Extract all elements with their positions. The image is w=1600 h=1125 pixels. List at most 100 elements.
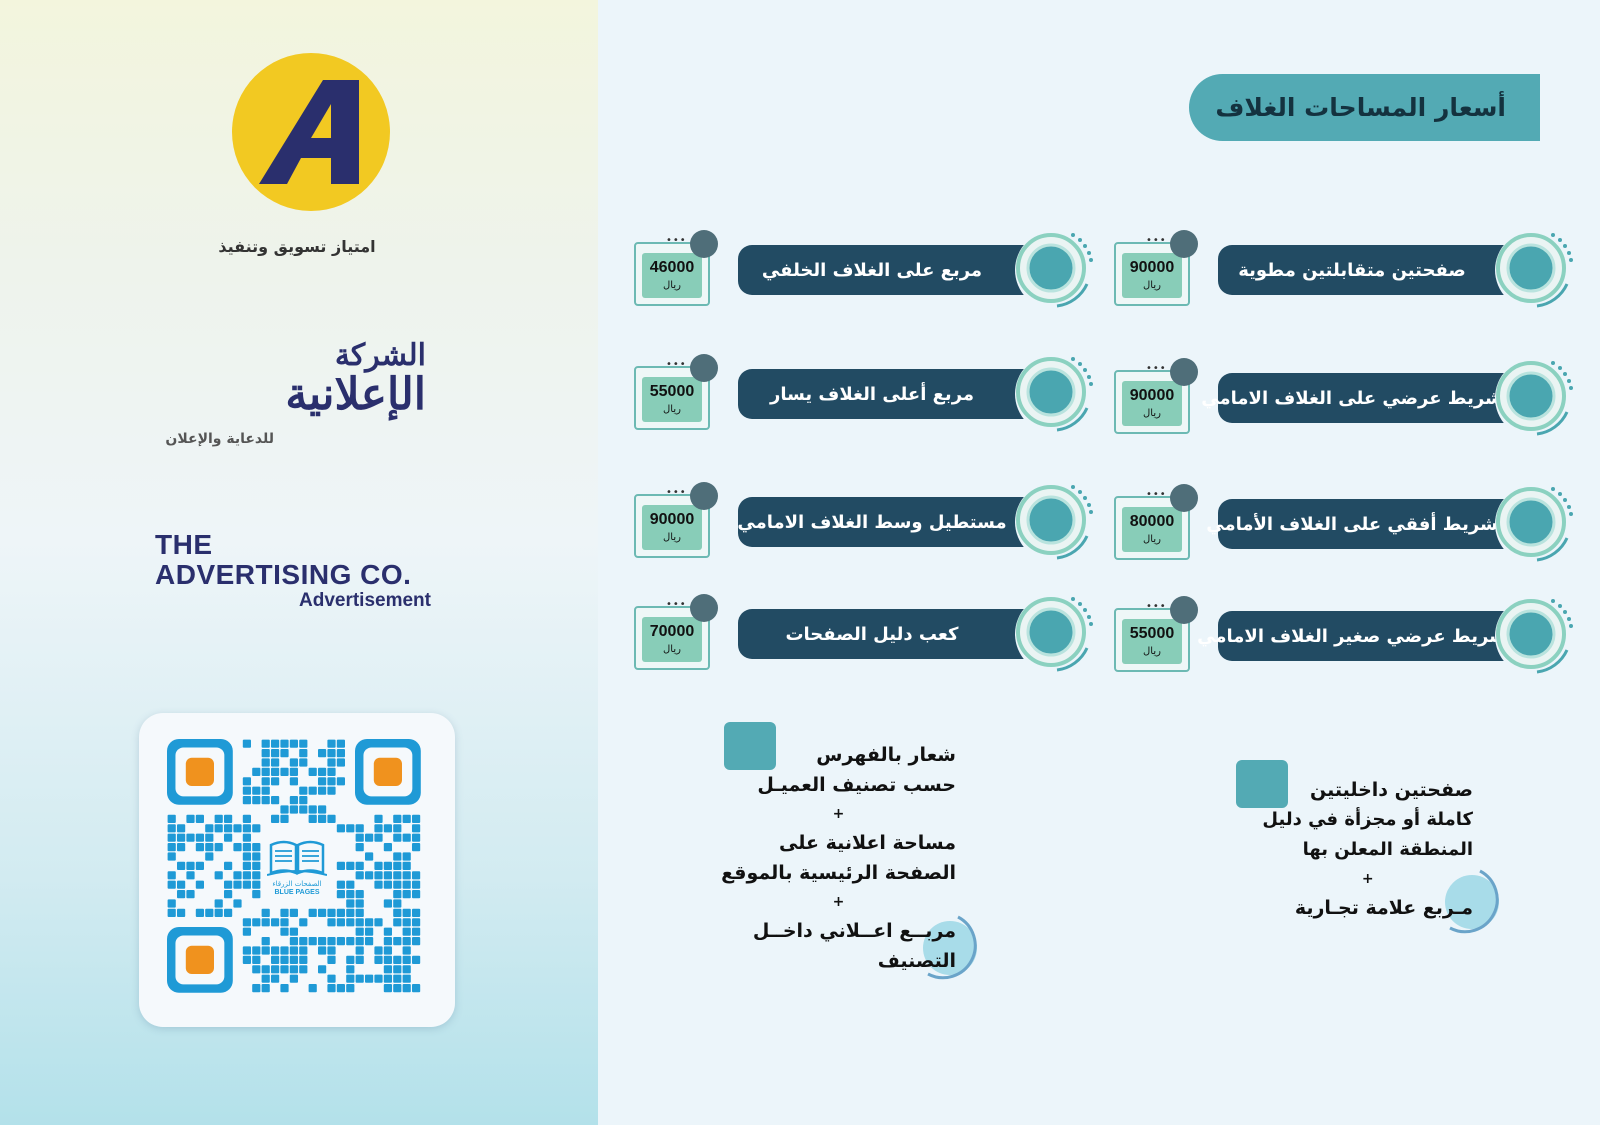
logo-en-advertising: ADVERTISING CO. bbox=[155, 559, 412, 590]
price-tag: ••• 80000 ريال bbox=[1112, 484, 1202, 564]
price-currency: ريال bbox=[663, 280, 681, 291]
price-value: 46000 bbox=[649, 259, 695, 276]
book-logo-icon bbox=[267, 840, 327, 876]
package-right-plus: + bbox=[1361, 871, 1374, 887]
price-tag-dots-icon: ••• bbox=[1146, 601, 1167, 612]
item-label: مربع أعلى الغلاف يسار bbox=[738, 369, 1038, 419]
price-value: 90000 bbox=[1129, 387, 1175, 404]
price-tag-dots-icon: ••• bbox=[666, 235, 687, 246]
teal-ring-icon bbox=[1495, 230, 1573, 310]
price-value: 90000 bbox=[649, 511, 695, 528]
price-item: ••• 80000 ريال شريط أفقي على الغلاف الأمامي bbox=[1112, 482, 1582, 572]
price-tag-fill bbox=[642, 377, 702, 422]
package-right-line-1: صفحتين داخليتين bbox=[1309, 779, 1473, 801]
package-left-plus-2: + bbox=[832, 894, 845, 910]
price-tag-dot-icon bbox=[1170, 596, 1198, 624]
logo-line-2: الإعلانية bbox=[285, 369, 426, 420]
package-left-line-6: التصنيف bbox=[877, 950, 956, 972]
teal-ring-icon bbox=[1015, 230, 1093, 310]
price-tag-dot-icon bbox=[690, 482, 718, 510]
price-tag-dot-icon bbox=[1170, 358, 1198, 386]
price-tag-fill bbox=[1122, 619, 1182, 664]
price-currency: ريال bbox=[663, 532, 681, 543]
logo-line-3: للدعاية والإعلان bbox=[165, 431, 274, 447]
package-square-icon bbox=[1236, 760, 1288, 808]
price-tag-fill bbox=[642, 505, 702, 550]
price-tag-dots-icon: ••• bbox=[1146, 489, 1167, 500]
price-currency: ريال bbox=[1143, 534, 1161, 545]
package-left-line-1: شعار بالفهرس bbox=[816, 744, 956, 766]
price-tag-dot-icon bbox=[690, 594, 718, 622]
package-right-line-3: المنطقة المعلن بها bbox=[1302, 839, 1473, 860]
price-tag-dots-icon: ••• bbox=[1146, 235, 1167, 246]
price-tag: ••• 55000 ريال bbox=[632, 354, 722, 434]
price-tag: ••• 46000 ريال bbox=[632, 230, 722, 310]
price-tag-dots-icon: ••• bbox=[1146, 363, 1167, 374]
teal-ring-icon bbox=[1015, 594, 1093, 674]
qr-code-icon bbox=[167, 739, 421, 993]
price-tag-fill bbox=[1122, 507, 1182, 552]
teal-ring-icon bbox=[1495, 358, 1573, 438]
package-circle-icon bbox=[923, 915, 977, 980]
price-value: 80000 bbox=[1129, 513, 1175, 530]
item-label: كعب دليل الصفحات bbox=[738, 609, 1038, 659]
item-label: مربع على الغلاف الخلفي bbox=[738, 245, 1038, 295]
price-tag-fill bbox=[1122, 381, 1182, 426]
price-item: ••• 70000 ريال كعب دليل الصفحات bbox=[632, 592, 1102, 682]
package-circle-icon bbox=[1445, 869, 1499, 934]
package-left-line-4: الصفحة الرئيسية بالموقع bbox=[721, 862, 956, 884]
price-tag: ••• 90000 ريال bbox=[1112, 358, 1202, 438]
item-label: صفحتين متقابلتين مطوية bbox=[1218, 245, 1518, 295]
package-left-plus-1: + bbox=[832, 806, 845, 822]
price-value: 55000 bbox=[649, 383, 695, 400]
price-value: 55000 bbox=[1129, 625, 1175, 642]
package-left-line-2: حسب تصنيف العميـل bbox=[757, 774, 956, 796]
package-right: صفحتين داخليتين كاملة أو مجزأة في دليل ا… bbox=[1262, 775, 1473, 923]
english-company-logo: THE ADVERTISING CO. Advertisement bbox=[155, 530, 431, 612]
price-tag-dots-icon: ••• bbox=[666, 599, 687, 610]
price-tag-fill bbox=[1122, 253, 1182, 298]
price-tag-dots-icon: ••• bbox=[666, 487, 687, 498]
price-tag-fill bbox=[642, 617, 702, 662]
package-right-line-4: مـربع علامة تجـارية bbox=[1294, 897, 1473, 919]
teal-ring-icon bbox=[1495, 484, 1573, 564]
price-item: ••• 46000 ريال مربع على الغلاف الخلفي bbox=[632, 228, 1102, 318]
price-currency: ريال bbox=[663, 644, 681, 655]
item-label: شريط أفقي على الغلاف الأمامي bbox=[1206, 499, 1518, 549]
qr-caption-ar: الصفحات الزرقاء bbox=[272, 880, 322, 888]
page-title-text: أسعار المساحات الغلاف bbox=[1215, 93, 1506, 122]
package-left: شعار بالفهرس حسب تصنيف العميـل + مساحة ا… bbox=[721, 740, 956, 976]
arabic-company-logo: الشركة الإعلانية للدعاية والإعلان bbox=[152, 340, 452, 460]
item-label: شريط عرضي على الغلاف الامامي bbox=[1201, 373, 1518, 423]
right-panel bbox=[598, 0, 1600, 1125]
price-value: 70000 bbox=[649, 623, 695, 640]
price-currency: ريال bbox=[1143, 408, 1161, 419]
price-tag-dot-icon bbox=[690, 230, 718, 258]
package-right-line-2: كاملة أو مجزأة في دليل bbox=[1262, 809, 1473, 830]
package-left-line-3: مساحة اعلانية على bbox=[779, 832, 956, 854]
company-a-logo-icon bbox=[232, 53, 390, 211]
item-label: مستطيل وسط الغلاف الامامي bbox=[737, 497, 1038, 547]
logo-line-1: الشركة bbox=[334, 338, 426, 373]
price-item: ••• 55000 ريال مربع أعلى الغلاف يسار bbox=[632, 352, 1102, 442]
price-tag-fill bbox=[642, 253, 702, 298]
price-currency: ريال bbox=[663, 404, 681, 415]
slogan: امتياز تسويق وتنفيذ bbox=[218, 237, 376, 256]
price-item: ••• 90000 ريال شريط عرضي على الغلاف الامامي bbox=[1112, 356, 1582, 446]
item-label: شريط عرضي صغير الغلاف الامامي bbox=[1197, 611, 1518, 661]
teal-ring-icon bbox=[1015, 354, 1093, 434]
page-title: أسعار المساحات الغلاف bbox=[1189, 74, 1540, 141]
logo-en-the: THE bbox=[155, 529, 213, 560]
price-tag-dot-icon bbox=[1170, 484, 1198, 512]
price-tag-dot-icon bbox=[1170, 230, 1198, 258]
teal-ring-icon bbox=[1495, 596, 1573, 676]
teal-ring-icon bbox=[1015, 482, 1093, 562]
price-tag: ••• 70000 ريال bbox=[632, 594, 722, 674]
qr-code-card[interactable]: الصفحات الزرقاء BLUE PAGES bbox=[139, 713, 455, 1027]
package-left-line-5: مربــع اعــلاني داخــل bbox=[752, 920, 956, 942]
price-tag-dots-icon: ••• bbox=[666, 359, 687, 370]
